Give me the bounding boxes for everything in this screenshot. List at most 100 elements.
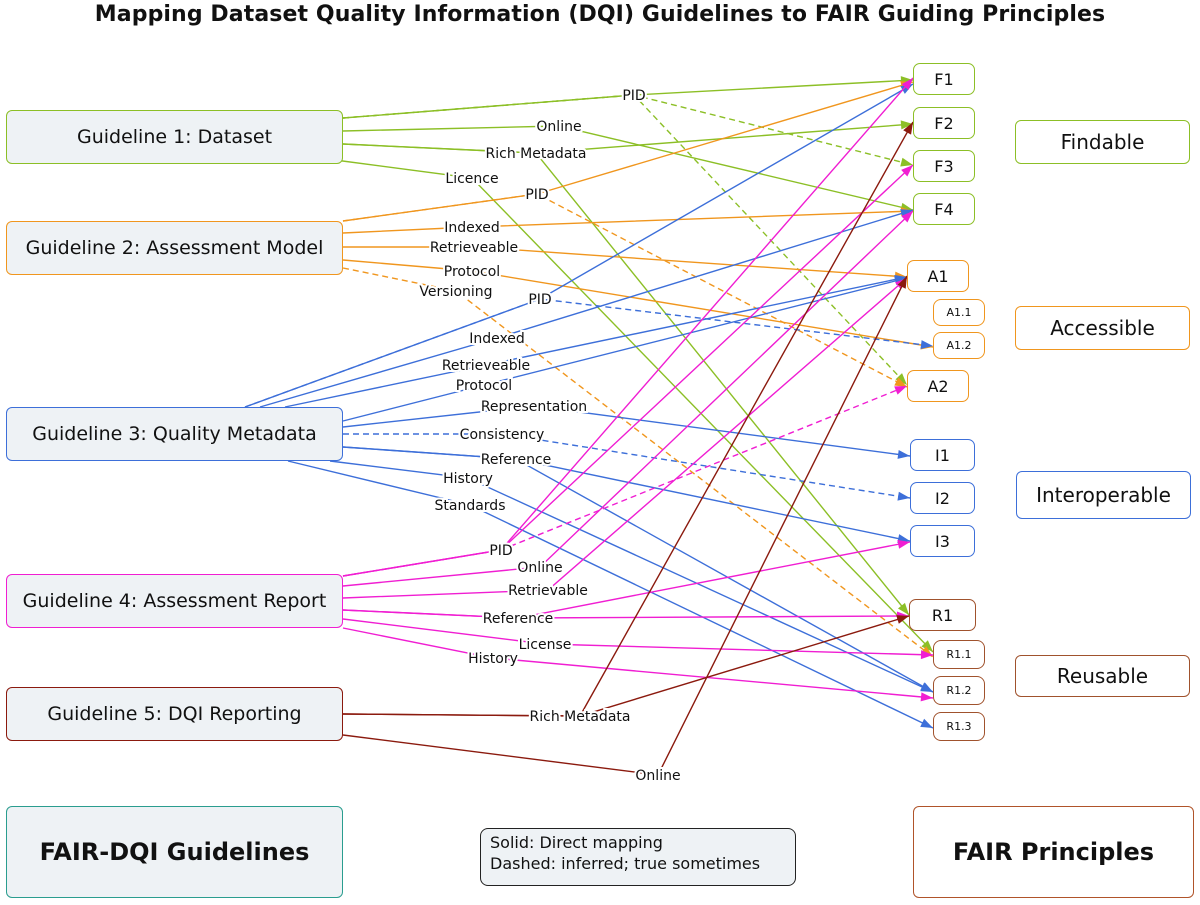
edge-g3-a1-2 bbox=[342, 277, 908, 422]
arrowhead bbox=[901, 211, 913, 223]
edge-label: PID bbox=[489, 543, 512, 559]
principle-label: A1.1 bbox=[946, 306, 972, 319]
arrowhead bbox=[897, 539, 910, 549]
principle-box-r1-3: R1.3 bbox=[933, 712, 985, 741]
edge-label: History bbox=[468, 651, 518, 667]
edge-g1-r1-1 bbox=[334, 159, 934, 653]
edge-g4-f4 bbox=[342, 210, 914, 587]
principle-label: I1 bbox=[935, 445, 950, 465]
edge-g3-i3 bbox=[342, 446, 911, 542]
arrowhead bbox=[920, 718, 933, 728]
principle-box-a2: A2 bbox=[907, 370, 969, 402]
arrowhead bbox=[897, 449, 910, 459]
edge-label: Retrievable bbox=[508, 583, 588, 599]
edge-g4-a1 bbox=[342, 277, 908, 599]
principle-box-r1-1: R1.1 bbox=[933, 640, 985, 669]
arrowhead bbox=[897, 276, 907, 289]
category-box-accessible: Accessible bbox=[1015, 306, 1190, 350]
fair-principles-caption: FAIR Principles bbox=[952, 838, 1155, 866]
principle-label: R1.3 bbox=[946, 720, 972, 733]
guideline-box-3: Guideline 3: Quality Metadata bbox=[6, 407, 343, 461]
edge-label: Retrieveable bbox=[430, 240, 518, 256]
arrowhead bbox=[920, 682, 933, 692]
principle-label: F4 bbox=[934, 199, 954, 219]
legend: Solid: Direct mapping Dashed: inferred; … bbox=[480, 828, 796, 886]
arrowhead bbox=[900, 157, 913, 167]
principle-label: R1.2 bbox=[946, 684, 972, 697]
arrowhead bbox=[894, 377, 907, 387]
arrowhead bbox=[920, 340, 933, 350]
principle-box-a1-2: A1.2 bbox=[933, 332, 985, 359]
principle-label: I2 bbox=[935, 488, 950, 508]
diagram-title: Mapping Dataset Quality Information (DQI… bbox=[94, 2, 1106, 27]
arrowhead bbox=[901, 78, 913, 90]
category-label: Findable bbox=[1060, 130, 1145, 154]
principle-box-f1: F1 bbox=[913, 63, 975, 95]
arrowhead bbox=[897, 602, 909, 615]
edge-label: PID bbox=[528, 292, 551, 308]
edge-label: Protocol bbox=[456, 378, 512, 394]
principle-box-r1: R1 bbox=[909, 599, 976, 631]
edge-g3-r1-2 bbox=[329, 460, 934, 693]
arrowhead bbox=[920, 692, 933, 702]
edge-label: Consistency bbox=[460, 427, 545, 443]
guidelines-caption: FAIR-DQI Guidelines bbox=[39, 838, 310, 866]
edge-g3-r1-2 bbox=[342, 446, 934, 693]
category-label: Reusable bbox=[1056, 664, 1149, 688]
principle-label: R1.1 bbox=[946, 648, 972, 661]
guideline-label: Guideline 2: Assessment Model bbox=[25, 237, 324, 259]
category-label: Accessible bbox=[1050, 316, 1155, 340]
edge-g2-f4 bbox=[342, 210, 914, 234]
arrowhead bbox=[895, 373, 907, 385]
edge-g4-r1-1 bbox=[342, 618, 934, 656]
principle-label: A1.2 bbox=[946, 339, 972, 352]
arrowhead bbox=[900, 120, 913, 130]
edges-layer bbox=[244, 76, 934, 776]
edge-g3-a1 bbox=[284, 276, 908, 408]
fair-principles-caption-box: FAIR Principles bbox=[913, 806, 1194, 898]
arrowhead bbox=[894, 386, 907, 395]
principle-label: A2 bbox=[927, 376, 949, 396]
principle-box-i3: I3 bbox=[910, 525, 975, 557]
edge-g3-a2 bbox=[244, 298, 934, 408]
principle-label: A1 bbox=[927, 266, 949, 286]
arrowhead bbox=[896, 615, 909, 624]
edge-g3-i2 bbox=[343, 433, 911, 499]
principle-box-f3: F3 bbox=[913, 150, 975, 182]
edge-label: Versioning bbox=[419, 284, 492, 300]
edge-g2-r1-1 bbox=[342, 267, 934, 658]
edge-g5-r1 bbox=[342, 615, 910, 717]
edge-g1-r1 bbox=[342, 143, 910, 616]
guidelines-caption-box: FAIR-DQI Guidelines bbox=[6, 806, 343, 898]
edge-label: Rich Metadata bbox=[486, 146, 587, 162]
edge-g4-a2 bbox=[342, 385, 908, 577]
guideline-label: Guideline 4: Assessment Report bbox=[22, 590, 327, 612]
edge-g3-f4 bbox=[259, 209, 914, 408]
edge-label: Online bbox=[517, 560, 562, 576]
edge-label: PID bbox=[622, 88, 645, 104]
edge-g2-a1 bbox=[343, 246, 908, 278]
edge-g3-r1-3 bbox=[287, 460, 934, 729]
arrowhead bbox=[901, 165, 913, 177]
principle-box-i2: I2 bbox=[910, 482, 975, 514]
edge-g2-a1-2 bbox=[342, 259, 934, 348]
legend-dashed: Dashed: inferred; true sometimes bbox=[490, 854, 761, 873]
guideline-box-1: Guideline 1: Dataset bbox=[6, 110, 343, 164]
edge-label: Licence bbox=[445, 171, 498, 187]
edge-label: License bbox=[519, 637, 572, 653]
edge-g4-f1 bbox=[342, 77, 914, 577]
guideline-box-5: Guideline 5: DQI Reporting bbox=[6, 687, 343, 741]
guideline-box-2: Guideline 2: Assessment Model bbox=[6, 221, 343, 275]
category-label: Interoperable bbox=[1036, 483, 1171, 507]
edge-label: History bbox=[443, 471, 493, 487]
edge-label: Indexed bbox=[469, 331, 525, 347]
edge-g3-i1 bbox=[342, 405, 911, 457]
principle-label: I3 bbox=[935, 531, 950, 551]
edge-label: Representation bbox=[481, 399, 587, 415]
edge-label: Retrieveable bbox=[442, 358, 530, 374]
edge-label: Online bbox=[635, 768, 680, 784]
edge-label: Rich Metadata bbox=[530, 709, 631, 725]
principle-box-i1: I1 bbox=[910, 439, 975, 471]
